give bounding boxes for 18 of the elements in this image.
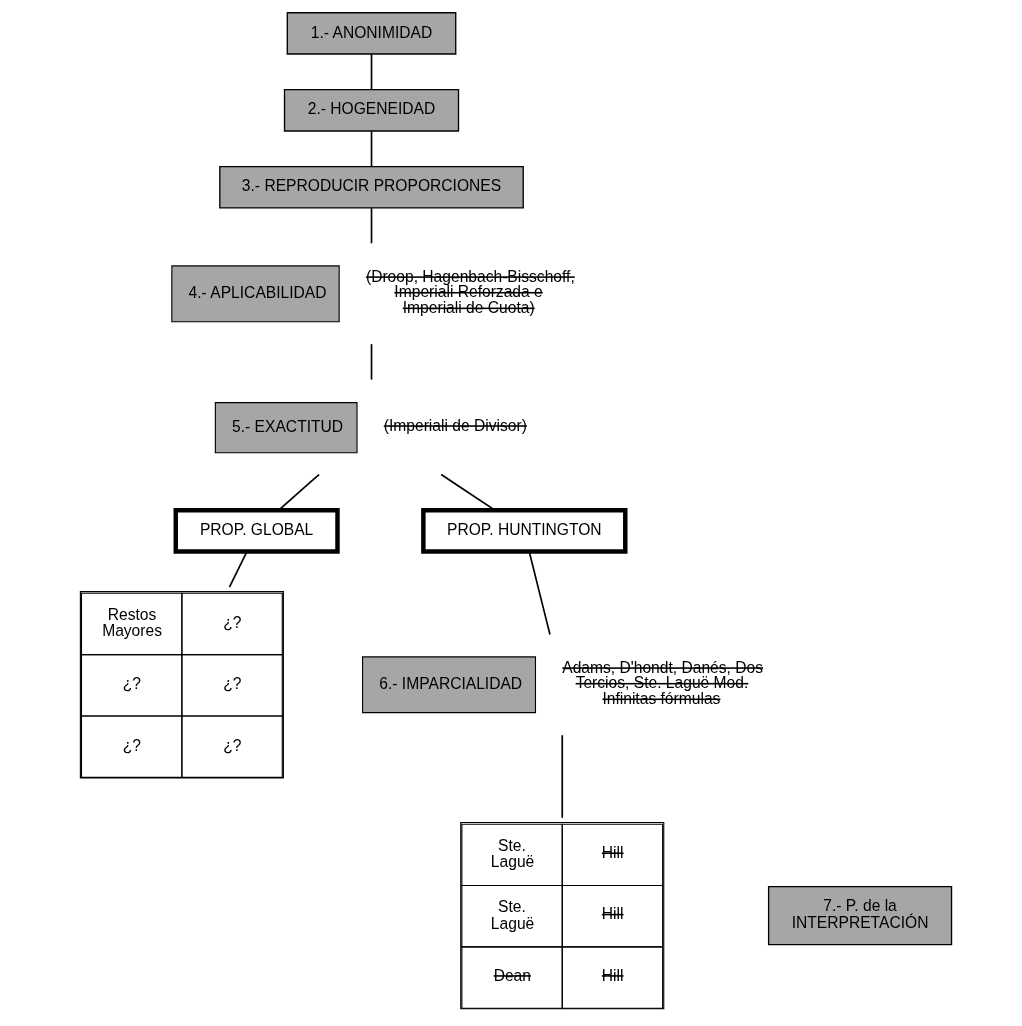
node-box: PROP. GLOBAL [173, 507, 340, 554]
connector [277, 473, 320, 511]
node-box: 2.- HOGENEIDAD [283, 89, 459, 132]
connector [370, 53, 372, 91]
node-box: 7.- P. de la INTERPRETACIÓN [767, 886, 952, 946]
node-label: (Imperiali de Divisor) [383, 416, 527, 434]
node-box: 1.- ANONIMIDAD [286, 12, 456, 55]
connector [439, 473, 496, 511]
connector [370, 207, 372, 245]
connector [370, 130, 372, 168]
node-box: PROP. HUNTINGTON [420, 507, 627, 554]
connector [560, 734, 563, 819]
node-label: (Droop, Hagenbach-Bisschoff, Imperiali Reforzada e Imperiali de Cuota) [365, 267, 575, 316]
node-box: 3.- REPRODUCIR PROPORCIONES [218, 166, 524, 209]
connector [228, 550, 248, 588]
connector [527, 550, 551, 636]
node-label: Adams, D'hondt, Danés, Dos Tercios, Ste. Laguë Mod. Infinitas fórmulas [561, 658, 763, 707]
connector [370, 343, 372, 381]
